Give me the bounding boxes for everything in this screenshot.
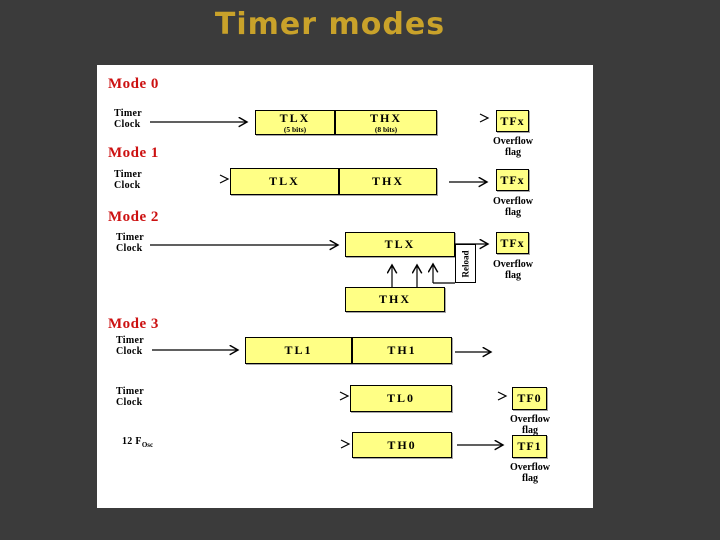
mode0-source-label: Timer Clock <box>114 108 142 130</box>
mode0-flag-box: TFx <box>496 110 529 132</box>
mode3-tf0-flag-box: TF0 <box>512 387 547 410</box>
caption-line: Overflow <box>510 414 550 425</box>
source-line: Clock <box>116 346 143 357</box>
source-line: Clock <box>116 243 143 254</box>
mode3-row2-input-arrowhead <box>339 391 350 401</box>
mode2-label: Mode 2 <box>108 209 159 225</box>
mode2-source-label: Timer Clock <box>116 232 144 254</box>
mode0-label: Mode 0 <box>108 76 159 92</box>
mode3-row3-input-arrowhead <box>340 439 351 449</box>
caption-line: flag <box>521 425 539 436</box>
mode3-row1-source-label: Timer Clock <box>116 335 144 357</box>
mode2-reload-box: Reload <box>455 244 476 283</box>
th-register-label: THX <box>371 174 404 188</box>
mode1-tl-cell: TLX <box>231 169 338 194</box>
mode0-flag-caption: Overflow flag <box>482 136 544 158</box>
diagram-panel: Mode 0 Timer Clock TLX (5 bits) THX (8 b… <box>97 65 593 508</box>
mode3-tl0-box: TL0 <box>350 385 452 412</box>
caption-line: flag <box>504 207 522 218</box>
mode0-tl-cell: TLX (5 bits) <box>256 111 334 134</box>
osc-subscript: Osc <box>141 441 154 449</box>
mode3-timer1-box: TL1 TH1 <box>245 337 452 364</box>
tl-register-label: TLX <box>269 174 300 188</box>
caption-line: flag <box>521 473 539 484</box>
tl-register-label: TLX <box>279 111 311 125</box>
tl-bits-label: (5 bits) <box>283 125 307 134</box>
mode3-tl1-cell: TL1 <box>246 338 351 363</box>
source-line: Timer <box>116 232 144 243</box>
mode3-tf1-flag-caption: Overflow flag <box>499 462 561 484</box>
reload-label: Reload <box>460 250 471 277</box>
th-register-label: TH1 <box>387 343 417 357</box>
mode3-row2-flag-arrowhead <box>497 391 508 401</box>
slide-title: Timer modes <box>214 7 446 42</box>
mode0-counter-box: TLX (5 bits) THX (8 bits) <box>255 110 437 135</box>
mode2-flag-box: TFx <box>496 232 529 254</box>
source-line: Clock <box>114 180 141 191</box>
source-line: Clock <box>116 397 143 408</box>
mode2-flag-caption: Overflow flag <box>482 259 544 281</box>
source-line: Clock <box>114 119 141 130</box>
mode1-input-arrowhead <box>219 174 230 184</box>
source-line: Timer <box>114 108 142 119</box>
mode0-th-cell: THX (8 bits) <box>334 111 436 134</box>
osc-source-label: 12 F <box>122 436 142 447</box>
caption-line: Overflow <box>493 259 533 270</box>
mode2-th-box: THX <box>345 287 445 312</box>
mode3-th1-cell: TH1 <box>351 338 451 363</box>
mode0-flag-arrowhead <box>479 113 490 123</box>
mode3-label: Mode 3 <box>108 316 159 332</box>
source-line: Timer <box>116 386 144 397</box>
mode3-row2-source-label: Timer Clock <box>116 386 144 408</box>
caption-line: Overflow <box>493 136 533 147</box>
mode1-source-label: Timer Clock <box>114 169 142 191</box>
caption-line: flag <box>504 147 522 158</box>
mode1-counter-box: TLX THX <box>230 168 437 195</box>
mode3-tf1-flag-box: TF1 <box>512 435 547 458</box>
source-line: Timer <box>114 169 142 180</box>
tl-register-label: TL1 <box>284 343 313 357</box>
caption-line: Overflow <box>510 462 550 473</box>
mode1-label: Mode 1 <box>108 145 159 161</box>
mode3-tf0-flag-caption: Overflow flag <box>499 414 561 436</box>
caption-line: flag <box>504 270 522 281</box>
th-bits-label: (8 bits) <box>374 125 398 134</box>
mode1-flag-box: TFx <box>496 169 529 191</box>
source-line: Timer <box>116 335 144 346</box>
mode3-th0-box: TH0 <box>352 432 452 458</box>
mode2-tl-box: TLX <box>345 232 455 257</box>
caption-line: Overflow <box>493 196 533 207</box>
mode1-th-cell: THX <box>338 169 436 194</box>
mode1-flag-caption: Overflow flag <box>482 196 544 218</box>
mode3-row3-source-label: 12 FOsc <box>122 436 153 451</box>
th-register-label: THX <box>369 111 402 125</box>
